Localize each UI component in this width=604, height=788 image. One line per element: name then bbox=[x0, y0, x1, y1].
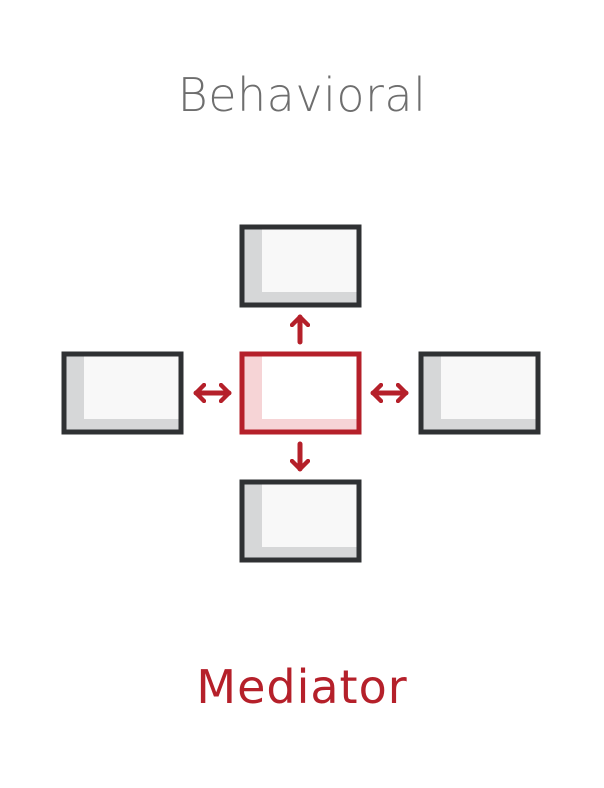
left-component-box bbox=[61, 351, 184, 435]
bottom-component-box bbox=[239, 479, 362, 563]
mediator-component-box bbox=[239, 351, 362, 435]
pattern-name: Mediator bbox=[196, 660, 408, 714]
category-title: Behavioral bbox=[177, 68, 427, 122]
top-component-box bbox=[239, 224, 362, 308]
right-component-box bbox=[418, 351, 541, 435]
